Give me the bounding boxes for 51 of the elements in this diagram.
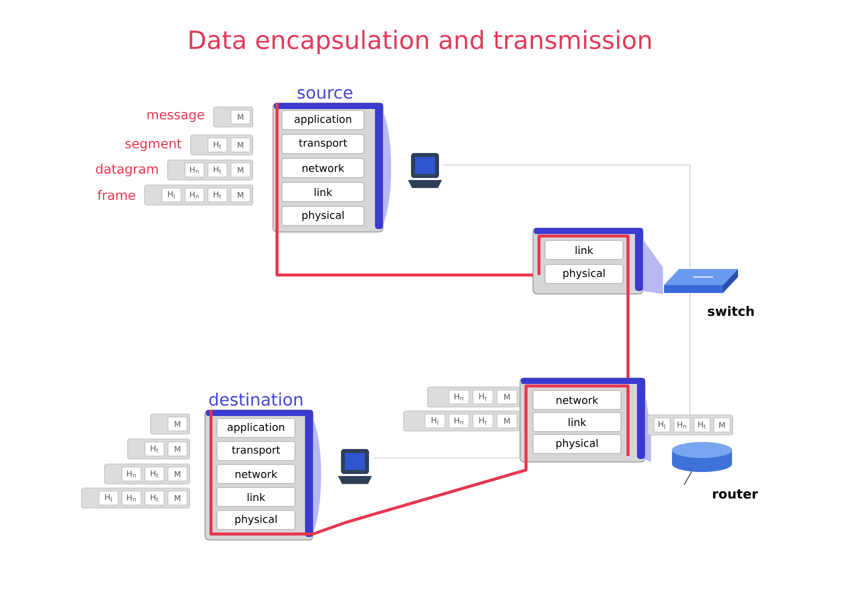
layer-box: physical xyxy=(544,264,624,284)
packet-field: H$_{t}$ xyxy=(144,490,164,506)
packet-field: H$_{l}$ xyxy=(654,418,670,432)
packet-field: H$_{t}$ xyxy=(144,466,164,482)
packet-field: H$_{n}$ xyxy=(184,162,204,178)
packet-field: M xyxy=(168,490,188,506)
packet-field: M xyxy=(168,442,188,456)
packet-field: M xyxy=(230,138,250,152)
packet-field: M xyxy=(496,414,518,428)
device-label: router xyxy=(713,489,758,499)
packet-field: H$_{n}$ xyxy=(122,466,142,482)
data-path-line xyxy=(312,462,528,536)
packet-field: H$_{l}$ xyxy=(98,490,118,506)
packet-field: M xyxy=(230,110,250,124)
packet-field: M xyxy=(230,188,250,202)
packet-field: M xyxy=(230,162,250,178)
stack-heading: destination xyxy=(209,392,302,406)
link-line xyxy=(442,164,690,270)
title: Data encapsulation and transmission xyxy=(190,30,651,54)
packet-field: H$_{n}$ xyxy=(448,390,470,404)
packet-field: H$_{t}$ xyxy=(208,188,228,202)
computer-icon xyxy=(338,449,372,484)
layer-box: link xyxy=(544,240,624,260)
packet-field: H$_{t}$ xyxy=(472,390,494,404)
packet-field: H$_{t}$ xyxy=(144,442,164,456)
layer-box: physical xyxy=(532,434,622,454)
layer-box: network xyxy=(532,390,622,410)
stack-heading: source xyxy=(298,89,352,99)
packet-field: M xyxy=(168,416,188,432)
packet-field: H$_{l}$ xyxy=(162,188,182,202)
packet-field: H$_{n}$ xyxy=(122,490,142,506)
packet-field: H$_{l}$ xyxy=(424,414,446,428)
data-path-line xyxy=(626,294,630,378)
device-label: switch xyxy=(708,306,754,316)
packet-label: frame xyxy=(98,190,136,200)
packet-field: H$_{t}$ xyxy=(472,414,494,428)
packet-field: M xyxy=(168,466,188,482)
data-path-line xyxy=(276,232,533,276)
packet-field: H$_{t}$ xyxy=(694,418,710,432)
computer-icon xyxy=(408,153,442,188)
packet-label: datagram xyxy=(96,164,158,176)
packet-field: H$_{t}$ xyxy=(208,162,228,178)
packet-field: H$_{n}$ xyxy=(448,414,470,428)
packet-label: segment xyxy=(126,139,182,151)
layer-box: link xyxy=(532,412,622,432)
packet-field: M xyxy=(714,418,730,432)
packet-field: M xyxy=(496,390,518,404)
packet-field: H$_{n}$ xyxy=(674,418,690,432)
packet-field: H$_{n}$ xyxy=(184,188,204,202)
packet-label: message xyxy=(148,112,204,122)
packet-field: H$_{t}$ xyxy=(208,138,228,152)
